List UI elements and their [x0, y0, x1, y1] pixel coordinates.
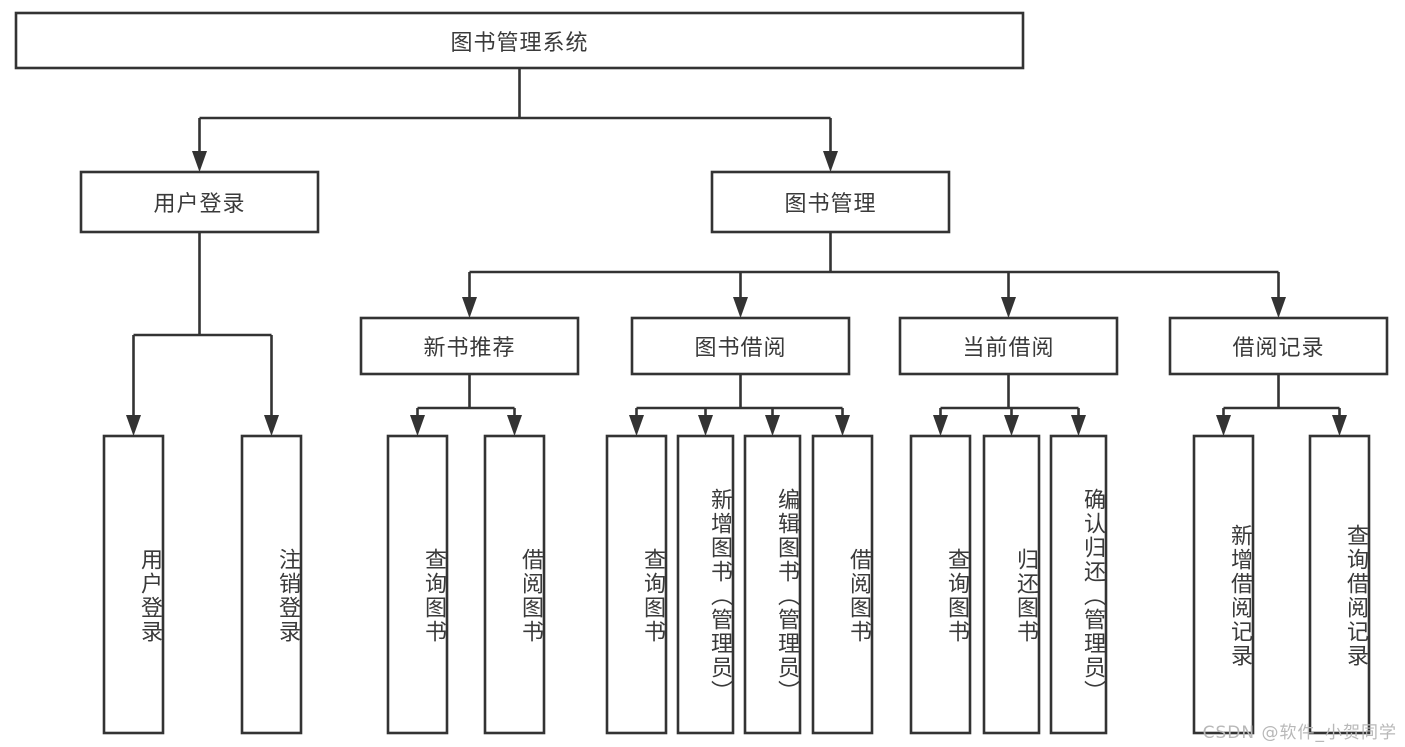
- node-leaf-查询借阅记录-12[interactable]: [1308, 434, 1371, 735]
- arrowhead-mgmt-1: [733, 297, 748, 318]
- arrowhead-图书借阅-1: [698, 415, 713, 436]
- arrowhead-借阅记录-0: [1216, 415, 1231, 436]
- node-leaf-查询图书-2[interactable]: [386, 434, 449, 735]
- node-leaf-确认归还管理员-10[interactable]: [1049, 434, 1108, 735]
- node-leaf-新增借阅记录-11[interactable]: [1192, 434, 1255, 735]
- node-leaf-借阅图书-7[interactable]: [811, 434, 874, 735]
- node-level3-新书推荐[interactable]: [359, 316, 580, 376]
- arrowhead-新书推荐-0: [410, 415, 425, 436]
- node-leaf-查询图书-8[interactable]: [909, 434, 972, 735]
- arrowhead-root-1: [823, 151, 838, 172]
- arrowhead-新书推荐-1: [507, 415, 522, 436]
- node-level2-图书管理[interactable]: [710, 170, 951, 234]
- arrowhead-root-0: [192, 151, 207, 172]
- arrowhead-用户登录-0: [126, 415, 141, 436]
- node-level3-图书借阅[interactable]: [630, 316, 851, 376]
- node-leaf-注销登录-1[interactable]: [240, 434, 303, 735]
- node-level3-当前借阅[interactable]: [898, 316, 1119, 376]
- node-leaf-借阅图书-3[interactable]: [483, 434, 546, 735]
- arrowhead-mgmt-2: [1001, 297, 1016, 318]
- arrowhead-mgmt-3: [1271, 297, 1286, 318]
- arrowhead-当前借阅-1: [1004, 415, 1019, 436]
- node-root-图书管理系统[interactable]: [14, 11, 1025, 70]
- node-level2-用户登录[interactable]: [79, 170, 320, 234]
- arrowhead-用户登录-1: [264, 415, 279, 436]
- node-leaf-查询图书-4[interactable]: [605, 434, 668, 735]
- connector-lines: [126, 68, 1347, 436]
- arrowhead-借阅记录-1: [1332, 415, 1347, 436]
- node-level3-借阅记录[interactable]: [1168, 316, 1389, 376]
- arrowhead-当前借阅-0: [933, 415, 948, 436]
- arrowhead-当前借阅-2: [1071, 415, 1086, 436]
- arrowhead-图书借阅-2: [765, 415, 780, 436]
- node-boxes: [14, 11, 1389, 735]
- node-leaf-新增图书管理员-5[interactable]: [676, 434, 735, 735]
- arrowhead-mgmt-0: [462, 297, 477, 318]
- node-leaf-归还图书-9[interactable]: [982, 434, 1041, 735]
- node-leaf-用户登录-0[interactable]: [102, 434, 165, 735]
- arrowhead-图书借阅-0: [629, 415, 644, 436]
- arrowhead-图书借阅-3: [835, 415, 850, 436]
- node-leaf-编辑图书管理员-6[interactable]: [743, 434, 802, 735]
